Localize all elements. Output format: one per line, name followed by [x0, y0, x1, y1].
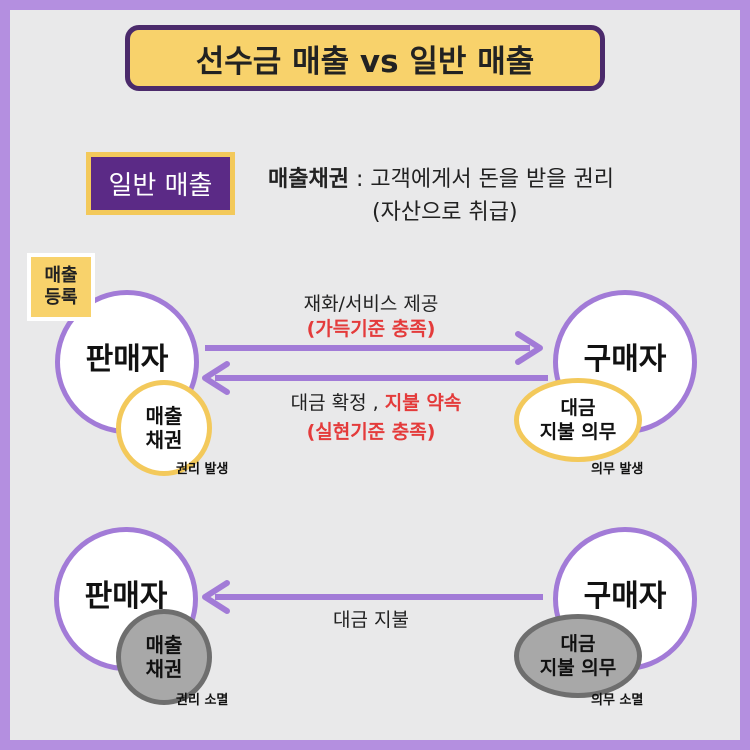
buyer-label-bottom: 구매자 [583, 579, 667, 614]
definition-note: (자산으로 취급) [372, 200, 518, 225]
definition-text: 고객에게서 돈을 받을 권리 [370, 167, 614, 192]
receivable-circle-bottom: 매출 채권 [116, 609, 212, 705]
section-tag-general-sales: 일반 매출 [86, 152, 235, 215]
page-title: 선수금 매출 vs 일반 매출 [125, 25, 605, 91]
section-tag-text: 일반 매출 [108, 171, 213, 201]
buyer-caption-bottom: 의무 소멸 [591, 693, 644, 708]
arrow-bottom-label: 대금 지불 [333, 609, 409, 631]
arrow-bottom-left [202, 580, 543, 614]
definition-term: 매출채권 [268, 167, 349, 192]
payment-duty-ellipse-bottom: 대금 지불 의무 [514, 614, 642, 698]
seller-caption-bottom: 권리 소멸 [176, 693, 229, 708]
buyer-caption-top: 의무 발생 [591, 462, 644, 477]
receivable-line2: 채권 [145, 428, 183, 452]
arrow-left-label-part1: 대금 확정 , [290, 392, 385, 414]
receivable-line1-bottom: 매출 [145, 633, 183, 657]
buyer-label-top: 구매자 [583, 342, 667, 377]
arrow-right-sublabel: (가득기준 충족) [306, 318, 436, 340]
receivable-line2-bottom: 채권 [145, 657, 183, 681]
seller-caption-top: 권리 발생 [176, 462, 229, 477]
badge-line1: 매출 [44, 265, 78, 286]
arrow-left-label-part2: 지불 약속 [384, 392, 462, 414]
receivable-line1: 매출 [145, 404, 183, 428]
page-title-text: 선수금 매출 vs 일반 매출 [195, 43, 535, 80]
definition-line: 매출채권 : 고객에게서 돈을 받을 권리 [268, 161, 614, 193]
payment-duty-line1-bottom: 대금 [560, 633, 596, 655]
payment-duty-line2: 지불 의무 [539, 421, 617, 443]
receivable-circle-top: 매출 채권 [116, 380, 212, 476]
arrow-top-left [202, 361, 548, 395]
badge-line2: 등록 [44, 287, 78, 308]
seller-label-bottom: 판매자 [84, 579, 168, 614]
definition-separator: : [348, 167, 371, 192]
payment-duty-line2-bottom: 지불 의무 [539, 657, 617, 679]
arrow-left-sublabel: (실현기준 충족) [306, 421, 436, 443]
arrow-left-label: 대금 확정 , 지불 약속 [236, 388, 516, 415]
sales-registered-badge: 매출 등록 [27, 253, 95, 321]
arrow-top-right [205, 331, 543, 365]
payment-duty-ellipse-top: 대금 지불 의무 [514, 378, 642, 462]
arrow-right-label: 재화/서비스 제공 [303, 293, 439, 315]
payment-duty-line1: 대금 [560, 397, 596, 419]
seller-label-top: 판매자 [85, 342, 169, 377]
